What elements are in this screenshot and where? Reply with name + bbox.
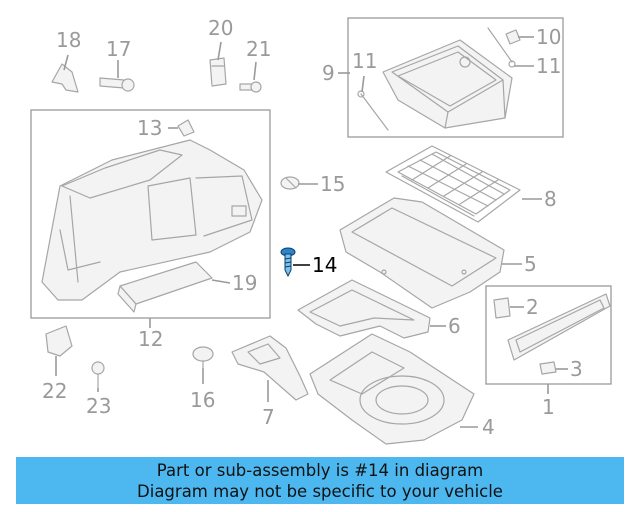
- callout-22: 22: [42, 379, 67, 403]
- part-21-screw: [239, 81, 262, 93]
- callout-4: 4: [482, 415, 495, 439]
- callout-5: 5: [524, 252, 537, 276]
- part-20-clip: [209, 57, 227, 87]
- callout-13: 13: [137, 116, 162, 140]
- callout-15: 15: [320, 172, 345, 196]
- part-1-sill-plate: [507, 293, 611, 361]
- callout-3: 3: [570, 357, 583, 381]
- part-4-tire-well: [309, 333, 475, 445]
- callout-10: 10: [536, 25, 561, 49]
- leader-lines: [55, 36, 568, 428]
- group-box-9: [347, 17, 564, 138]
- part-17-bolt: [99, 77, 135, 92]
- part-8-cargo-net: [385, 145, 521, 223]
- callout-11-right: 11: [536, 54, 561, 78]
- info-banner: Part or sub-assembly is #14 in diagram D…: [16, 457, 624, 504]
- part-10-clip: [505, 29, 521, 45]
- part-18-bracket: [51, 63, 79, 93]
- part-9-cargo-cover: [382, 39, 513, 129]
- part-2-clip: [493, 297, 511, 319]
- part-5-floor-board: [339, 197, 505, 309]
- part-16-clip: [192, 346, 214, 369]
- part-13-clip: [177, 119, 195, 137]
- callout-8: 8: [544, 187, 557, 211]
- banner-line-1: Part or sub-assembly is #14 in diagram: [156, 461, 484, 480]
- part-7-bracket: [231, 335, 309, 401]
- callout-20: 20: [208, 16, 233, 40]
- callout-21: 21: [246, 37, 271, 61]
- banner-line-2: Diagram may not be specific to your vehi…: [137, 482, 503, 501]
- part-3-cap: [539, 361, 557, 375]
- callout-18: 18: [56, 28, 81, 52]
- callout-12: 12: [138, 327, 163, 351]
- part-23-screw: [91, 361, 105, 389]
- part-11-strut: [357, 27, 516, 131]
- part-6-foam-tray: [297, 279, 431, 339]
- callout-1: 1: [542, 395, 555, 419]
- callout-14: 14: [312, 253, 337, 277]
- callout-17: 17: [106, 37, 131, 61]
- callout-2: 2: [526, 295, 539, 319]
- part-15-clip: [280, 176, 300, 190]
- callout-11-left: 11: [352, 49, 377, 73]
- part-14-screw: [280, 247, 296, 278]
- callout-7: 7: [262, 405, 275, 429]
- part-19-panel: [117, 261, 213, 313]
- callout-9: 9: [322, 61, 335, 85]
- part-22-plug: [45, 325, 73, 357]
- callout-19: 19: [232, 271, 257, 295]
- part-12-side-trim: [41, 139, 263, 301]
- callout-16: 16: [190, 388, 215, 412]
- callout-6: 6: [448, 314, 461, 338]
- callout-23: 23: [86, 394, 111, 418]
